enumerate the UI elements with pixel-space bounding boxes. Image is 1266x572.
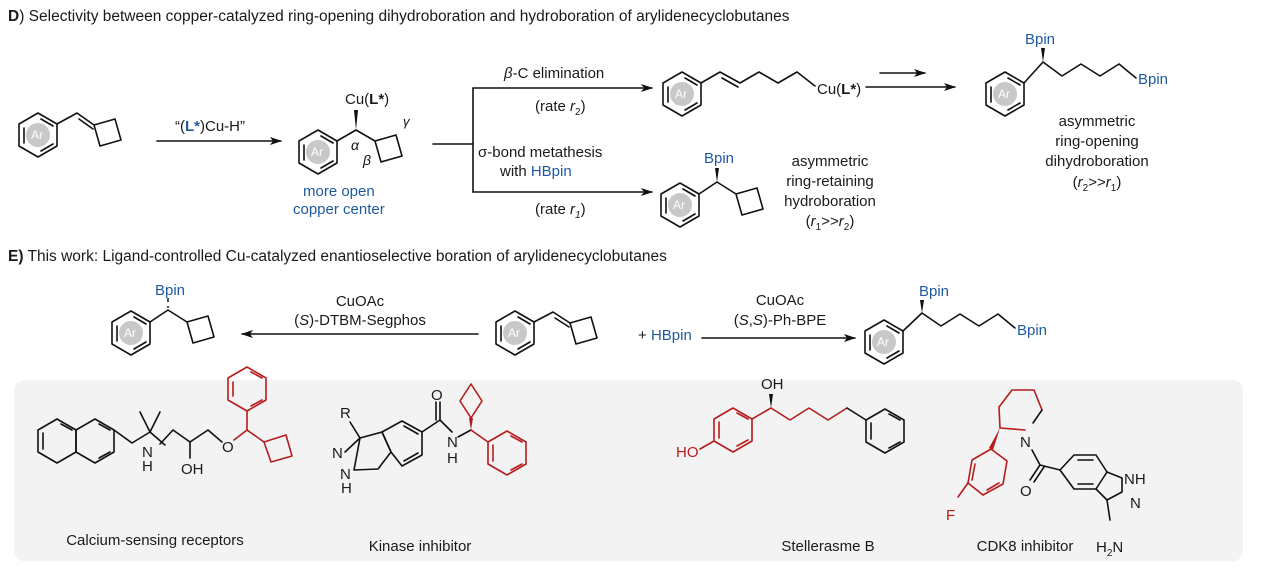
ratio-r1-r2: (r1>>r2) [806,213,855,233]
svg-text:H: H [341,480,352,497]
e-left-product: Ar Bpin [111,282,215,356]
svg-text:Bpin: Bpin [155,282,185,299]
svg-text:Ar: Ar [673,198,685,212]
svg-text:asymmetric: asymmetric [1059,113,1136,130]
svg-text:N: N [1130,495,1141,512]
intermediate-cu-label: Cu(L*) [345,91,389,108]
example-kinase-inhibitor: R N N H O N H Kinase inhibitor [332,383,527,555]
e-right-product: Ar Bpin Bpin [864,283,1047,365]
svg-text:O: O [431,387,443,404]
note-copper-center: copper center [293,201,385,218]
svg-text:H: H [447,450,458,467]
svg-text:ring-retaining: ring-retaining [786,173,874,190]
e-substrate: Ar [495,310,598,356]
svg-text:β: β [362,152,371,168]
svg-text:asymmetric: asymmetric [792,153,869,170]
left-ligand: (S)-DTBM-Segphos [294,312,426,329]
h2n-label: H2N [1096,539,1123,559]
svg-text:N: N [332,445,343,462]
example-name: Stellerasme B [781,538,874,555]
example-stellerasme-b: HO OH Stellerasme B [676,376,905,555]
svg-text:O: O [222,439,234,456]
example-name: Kinase inhibitor [369,538,472,555]
label-with-hbpin: with HBpin [499,163,572,180]
example-cdk8-inhibitor: N F O NH N H2N CDK8 inhibitor [946,389,1146,559]
svg-text:γ: γ [403,114,411,129]
section-e-heading: E) This work: Ligand-controlled Cu-catal… [8,248,667,266]
example-name: Calcium-sensing receptors [66,532,244,549]
d-copper-intermediate: Ar Cu(L*) α β γ more open copper center [293,91,411,218]
example-calcium-sensing: N H OH O Calcium-sensing receptors [37,366,293,549]
right-catalyst: CuOAc [756,292,805,309]
svg-text:Ar: Ar [675,87,687,101]
svg-text:Bpin: Bpin [704,150,734,167]
svg-text:Ar: Ar [508,326,520,340]
d-alkenyl-copper: Ar Cu(L*) [662,71,861,117]
label-rate-r2: (rate r2) [535,98,586,118]
note-more-open: more open [303,183,375,200]
d-hydroboration-product: Ar Bpin asymmetric ring-retaining hydrob… [660,150,876,233]
svg-text:Ar: Ar [311,145,323,159]
svg-text:R: R [340,405,351,422]
svg-text:Bpin: Bpin [1017,322,1047,339]
right-ligand: (S,S)-Ph-BPE [734,312,827,329]
examples-panel [14,380,1243,561]
section-e-title: This work: Ligand-controlled Cu-catalyze… [23,248,667,265]
svg-text:Bpin: Bpin [919,283,949,300]
section-d-heading: D) Selectivity between copper-catalyzed … [8,8,790,26]
svg-text:Bpin: Bpin [1138,71,1168,88]
section-d-title: ) Selectivity between copper-catalyzed r… [19,8,790,25]
svg-text:NH: NH [1124,471,1146,488]
section-d-letter: D [8,8,20,25]
label-beta-c-elimination: β-C elimination [503,65,604,82]
svg-text:α: α [351,137,360,153]
svg-text:N: N [340,466,351,483]
svg-text:hydroboration: hydroboration [784,193,876,210]
d-substrate: Ar [18,112,122,158]
example-name: CDK8 inhibitor [977,538,1074,555]
svg-text:F: F [946,507,955,524]
svg-text:N: N [1020,434,1031,451]
svg-text:HO: HO [676,444,699,461]
svg-text:N: N [142,444,153,461]
svg-text:ring-opening: ring-opening [1055,133,1138,150]
svg-text:OH: OH [181,461,204,478]
ratio-r2-r1: (r2>>r1) [1073,174,1122,194]
svg-text:Ar: Ar [124,326,136,340]
d-dihydroboration-product: Ar Bpin Bpin asymmetric ring-opening dih… [985,31,1168,194]
plus-hbpin: + HBpin [638,327,692,344]
label-rate-r1: (rate r1) [535,201,586,221]
svg-text:OH: OH [761,376,784,393]
svg-text:Ar: Ar [877,335,889,349]
left-catalyst: CuOAc [336,293,385,310]
section-e-letter: E) [8,248,24,265]
svg-text:N: N [447,434,458,451]
svg-text:H: H [142,458,153,475]
label-sigma-bond: σ-bond metathesis [478,144,602,161]
svg-text:dihydroboration: dihydroboration [1045,153,1148,170]
alkenyl-cu-label: Cu(L*) [817,81,861,98]
d-reagent: “(L*)Cu-H” [175,118,245,135]
ar-label: Ar [31,128,43,142]
svg-text:O: O [1020,483,1032,500]
svg-text:Bpin: Bpin [1025,31,1055,48]
svg-text:Ar: Ar [998,87,1010,101]
